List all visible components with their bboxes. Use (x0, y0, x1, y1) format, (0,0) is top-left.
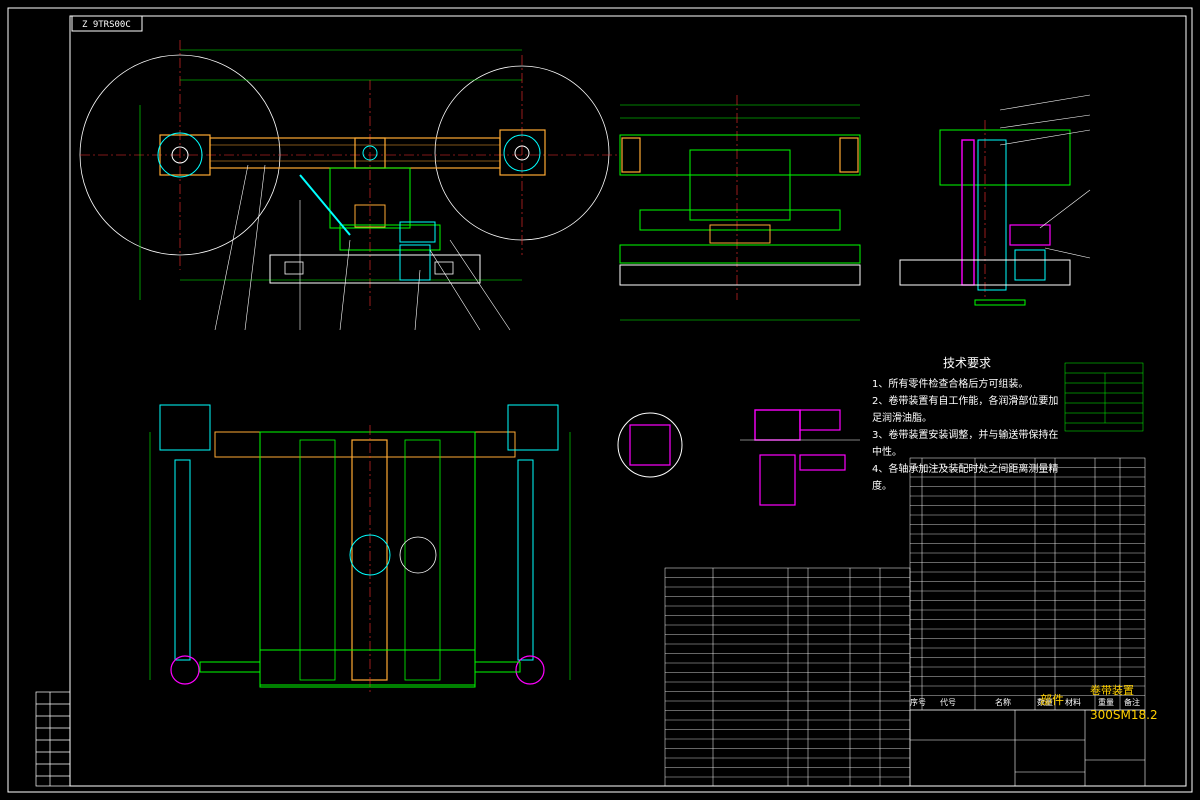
detail-view-a (617, 412, 683, 478)
left-signature-strip (35, 691, 71, 787)
tech-req-heading: 技术要求 (942, 356, 991, 370)
section-label: 部件 (1040, 693, 1065, 707)
tech-req-item: 4、各轴承加注及装配时处之间距离测量精度。 (872, 464, 1059, 492)
front-view (79, 40, 620, 331)
side-view (619, 95, 861, 321)
section-view (899, 94, 1091, 306)
code-box-text: Z 9TRS00C (82, 20, 131, 30)
detail-view-b (740, 409, 860, 506)
spec-table (1064, 362, 1144, 432)
bom-rows-left (665, 577, 910, 778)
plan-view (149, 404, 571, 695)
tech-req-item: 2、卷带装置有自工作能，各润滑部位要加足润滑油脂。 (872, 396, 1059, 424)
bom-table-left (664, 567, 911, 787)
technical-requirements: 技术要求 1、所有零件检查合格后方可组装。 2、卷带装置有自工作能，各润滑部位要… (872, 355, 1062, 495)
svg-text:名称: 名称 (995, 697, 1011, 707)
inner-frame (69, 15, 1187, 787)
svg-text:代号: 代号 (940, 697, 956, 707)
title-block (909, 709, 1146, 787)
bom-rows-right (910, 467, 1145, 696)
svg-text:数量: 数量 (1037, 697, 1053, 707)
bom-header: 序号 代号 名称 数量 材料 重量 备注 (910, 697, 1140, 707)
tech-req-item: 3、卷带装置安装调整，并与输送带保持在中性。 (872, 430, 1059, 458)
svg-text:材料: 材料 (1065, 697, 1081, 707)
drawing-title: 卷带装置 (1090, 684, 1134, 697)
drawing-number: 300SM18.2 (1090, 708, 1158, 722)
svg-text:重量: 重量 (1098, 697, 1114, 707)
tech-req-item: 1、所有零件检查合格后方可组装。 (872, 379, 1029, 390)
svg-text:序号: 序号 (910, 697, 926, 707)
svg-text:备注: 备注 (1124, 697, 1140, 707)
outer-frame (7, 7, 1193, 793)
code-box (71, 15, 143, 32)
